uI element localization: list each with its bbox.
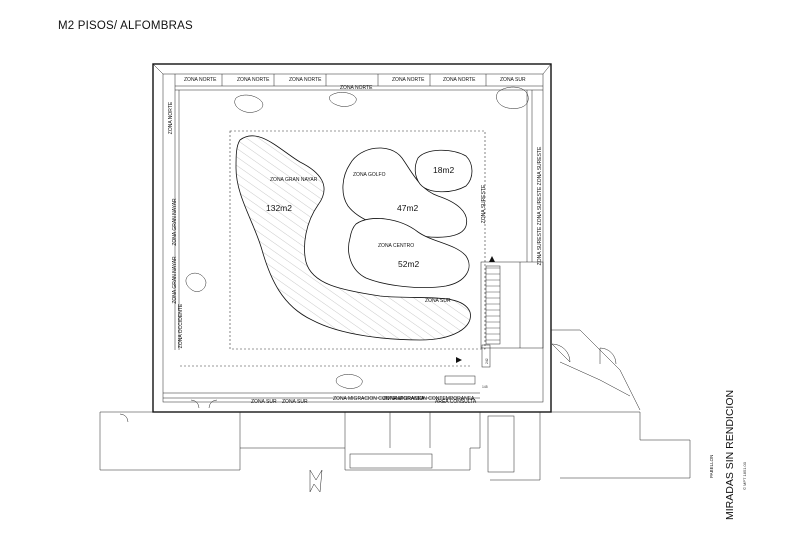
label-zona-norte: ZONA NORTE: [392, 77, 425, 83]
label-zona-occidente: ZONA OCCIDENTE: [178, 303, 184, 348]
staircase: [480, 261, 544, 349]
display-island: [329, 92, 357, 107]
label-zona-norte: ZONA NORTE: [237, 77, 270, 83]
page-title: M2 PISOS/ ALFOMBRAS: [58, 20, 193, 32]
label-zona-migracion: ZONA MIGRACION CONTEMPORANEA: [333, 396, 425, 402]
lower-rooms: [99, 329, 691, 493]
label-zona-norte: ZONA NORTE: [289, 77, 322, 83]
label-zona-norte: ZONA NORTE: [443, 77, 476, 83]
sheet-code: © MPT 1851.00: [742, 462, 747, 490]
label-zona-gran-nayar: ZONA GRAN NAYAR: [172, 198, 178, 246]
label-zona-sureste: ZONA SURESTE: [481, 184, 487, 223]
carpet-golfo-small: [414, 149, 473, 193]
area-centro: 52m2: [398, 259, 420, 269]
exhibition-boundary: [229, 130, 486, 350]
label-zona-norte-vertical: ZONA NORTE: [168, 101, 174, 134]
label-zona-gran-nayar: ZONA GRAN NAYAR: [172, 256, 178, 304]
sheet-title: MIRADAS SIN RENDICION: [724, 389, 736, 520]
label-zona-gran-nayar-center: ZONA GRAN NAYAR: [270, 177, 318, 183]
label-zona-sur-center: ZONA SUR: [425, 298, 451, 304]
direction-arrow: [489, 256, 495, 262]
label-zona-sureste: ZONA SURESTE: [537, 226, 543, 265]
north-zone-dividers: [221, 74, 487, 86]
display-island: [335, 374, 363, 389]
display-island: [185, 272, 207, 292]
label-zona-migracion: ZONA MIGRACION CONTEMPORANEA: [383, 396, 475, 402]
area-golfo: 47m2: [397, 203, 419, 213]
label-zona-sureste: ZONA SURESTE: [537, 186, 543, 225]
consulta-desk: [444, 375, 476, 385]
label-zona-norte: ZONA NORTE: [184, 77, 217, 83]
carpet-golfo: [342, 147, 468, 238]
label-area-consulta: AREA CONSULTA: [435, 399, 477, 405]
carpet-centro: [348, 218, 470, 288]
dimension-242: 242: [485, 358, 489, 364]
display-island: [496, 86, 529, 109]
label-zona-sur: ZONA SUR: [500, 77, 526, 83]
label-zona-centro: ZONA CENTRO: [378, 243, 414, 249]
area-golfo-small: 18m2: [433, 165, 455, 175]
outer-walls: [152, 63, 552, 413]
label-zona-sur: ZONA SUR: [251, 399, 277, 405]
carpet-gran-nayar: [235, 135, 471, 341]
sheet-subtitle: PABELLON: [709, 454, 714, 478]
door-swings: [119, 343, 617, 423]
display-island: [234, 94, 264, 113]
dimension-145: 145: [482, 385, 488, 389]
label-zona-golfo: ZONA GOLFO: [353, 172, 386, 178]
direction-arrow: [456, 357, 462, 363]
label-zona-norte: ZONA NORTE: [340, 85, 373, 91]
label-zona-sur: ZONA SUR: [282, 399, 308, 405]
area-gran-nayar: 132m2: [266, 203, 292, 213]
label-zona-sureste: ZONA SURESTE: [537, 146, 543, 185]
